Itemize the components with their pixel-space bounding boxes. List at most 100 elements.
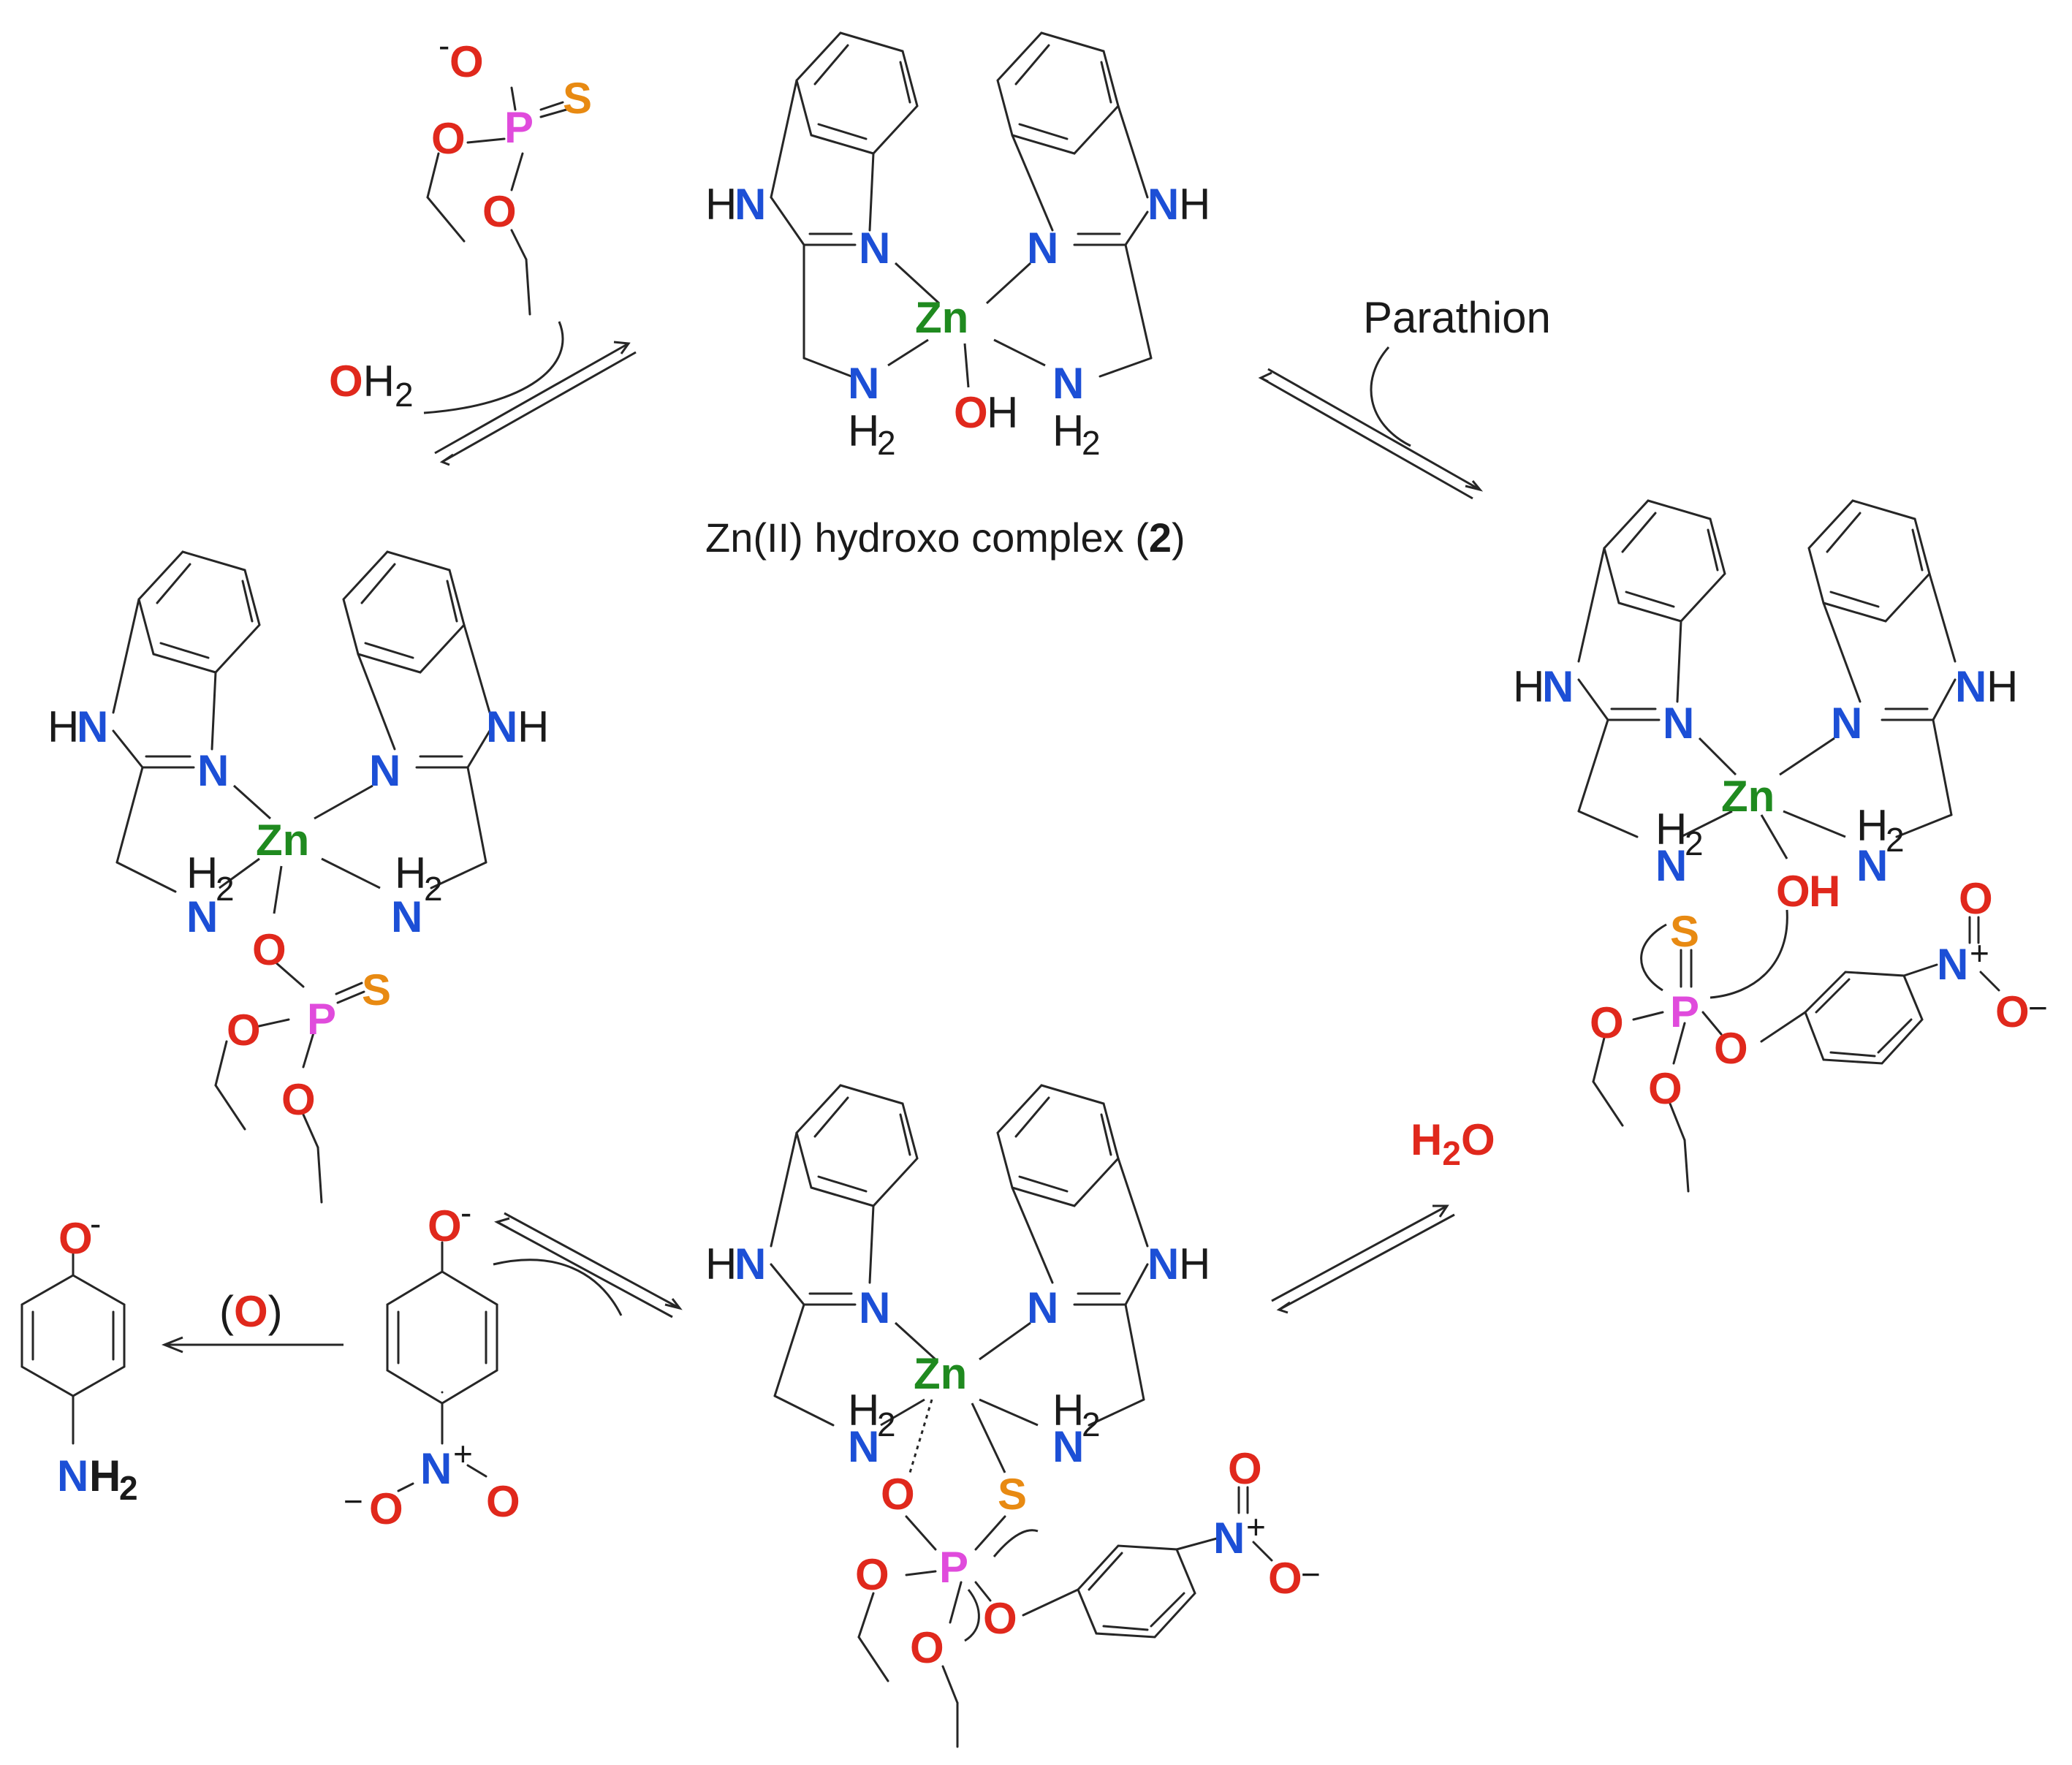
h-label: H: [1179, 180, 1210, 229]
subscript-2: 2: [424, 870, 443, 908]
subscript-2: 2: [877, 424, 896, 462]
h-label: H: [848, 1386, 879, 1435]
equilibrium-arrow-top-left: [423, 321, 637, 466]
equilibrium-arrow-bottom-right: [1271, 1204, 1455, 1314]
zn-label: Zn: [1721, 772, 1775, 821]
h-label: H: [1052, 406, 1084, 455]
o-label: O: [881, 1470, 915, 1519]
n-label: N: [1027, 224, 1058, 273]
n-label: N: [1147, 180, 1179, 229]
zn-label: Zn: [256, 816, 309, 865]
n-label: N: [735, 180, 766, 229]
o-label: O: [1590, 998, 1624, 1047]
o-label: O: [58, 1214, 93, 1263]
parathion-label: Parathion: [1363, 293, 1551, 342]
zn-hydroxo-complex-2: H N N N N H Zn N H 2 O H N H 2: [705, 31, 1210, 462]
o-label: O: [449, 37, 484, 86]
negative-charge: -: [439, 26, 449, 64]
n-label: N: [1856, 841, 1888, 890]
negative-charge: −: [2028, 989, 2048, 1027]
n-label: N: [57, 1451, 88, 1500]
o-label: O: [1714, 1024, 1748, 1073]
oxidation-arrow: [161, 1336, 344, 1354]
p-label: P: [504, 103, 534, 152]
o-label: O: [1959, 874, 1993, 923]
n-label: N: [848, 1422, 879, 1471]
n-label: N: [1542, 662, 1574, 711]
o-label: O: [910, 1623, 944, 1672]
o-label: O: [1776, 867, 1810, 916]
s-label: S: [362, 965, 391, 1014]
n-label: N: [1831, 699, 1862, 748]
h-label: H: [1052, 1386, 1084, 1435]
s-label: S: [998, 1470, 1027, 1519]
zn-parathion-complex: H N N N N H Zn H 2 N H 2 N O H S P O O O…: [1513, 499, 2048, 1193]
water-label-left: OH2: [329, 357, 414, 414]
h-label: H: [517, 702, 549, 751]
p-nitrophenolate: O - N + O − O: [344, 1193, 520, 1533]
positive-charge: +: [1246, 1508, 1266, 1546]
negative-charge: -: [90, 1204, 101, 1242]
p-label: P: [1670, 987, 1699, 1036]
o-label: O: [369, 1484, 403, 1533]
o-label: O: [227, 1006, 261, 1055]
n-label: N: [848, 359, 879, 408]
equilibrium-arrow-top-right: [1258, 346, 1484, 500]
p-aminophenolate: O - N H 2: [20, 1204, 138, 1507]
subscript-2: 2: [1685, 824, 1704, 862]
n-label: N: [486, 702, 517, 751]
h-label: H: [186, 849, 218, 897]
zn-thiophosphate-complex: H N N N N H Zn H 2 N H 2 N O P S O O: [48, 550, 549, 1204]
subscript-2: 2: [216, 870, 235, 908]
s-label: S: [1670, 907, 1699, 956]
subscript-2: 2: [1082, 424, 1101, 462]
n-label: N: [1955, 662, 1986, 711]
positive-charge: +: [1970, 934, 1989, 972]
n-label: N: [735, 1240, 766, 1288]
h-label: H: [987, 388, 1018, 437]
diethyl-thiophosphate-anion: - O P S O O: [426, 26, 592, 316]
o-label: O: [428, 1202, 462, 1250]
oxidation-label: (O): [219, 1287, 283, 1336]
negative-charge: -: [460, 1193, 471, 1231]
p-label: P: [307, 995, 336, 1044]
s-label: S: [563, 74, 592, 123]
h-label: H: [89, 1451, 121, 1500]
o-label: O: [1648, 1064, 1682, 1113]
n-label: N: [1147, 1240, 1179, 1288]
o-label: O: [1228, 1444, 1262, 1493]
o-label: O: [281, 1075, 316, 1124]
negative-charge: −: [1301, 1555, 1321, 1593]
o-label: O: [1995, 987, 2030, 1036]
n-label: N: [1213, 1514, 1245, 1563]
h-label: H: [1655, 805, 1687, 854]
o-label: O: [482, 187, 517, 236]
n-label: N: [369, 746, 401, 795]
zn-label: Zn: [915, 293, 968, 342]
subscript-2: 2: [1886, 821, 1905, 859]
o-label: O: [486, 1477, 520, 1526]
zn-transition-complex: H N N N N H Zn H 2 N H 2 N O S P O O O O…: [705, 1084, 1321, 1748]
n-label: N: [1052, 1422, 1084, 1471]
h-label: H: [1986, 662, 2018, 711]
n-label: N: [186, 892, 218, 941]
h-label: H: [1513, 662, 1544, 711]
h-label: H: [848, 406, 879, 455]
subscript-2: 2: [877, 1405, 896, 1443]
n-label: N: [77, 702, 108, 751]
h-label: H: [1809, 867, 1840, 916]
o-label: O: [1268, 1554, 1302, 1603]
complex-caption: Zn(II) hydroxo complex (2): [705, 515, 1185, 561]
n-label: N: [197, 746, 229, 795]
p-label: P: [939, 1543, 968, 1592]
n-label: N: [859, 224, 890, 273]
n-label: N: [1027, 1283, 1058, 1332]
n-label: N: [859, 1283, 890, 1332]
h-label: H: [1179, 1240, 1210, 1288]
o-label: O: [431, 114, 466, 163]
o-label: O: [855, 1550, 889, 1599]
o-label: O: [954, 388, 988, 437]
n-label: N: [1937, 940, 1968, 989]
o-label: O: [252, 925, 286, 974]
